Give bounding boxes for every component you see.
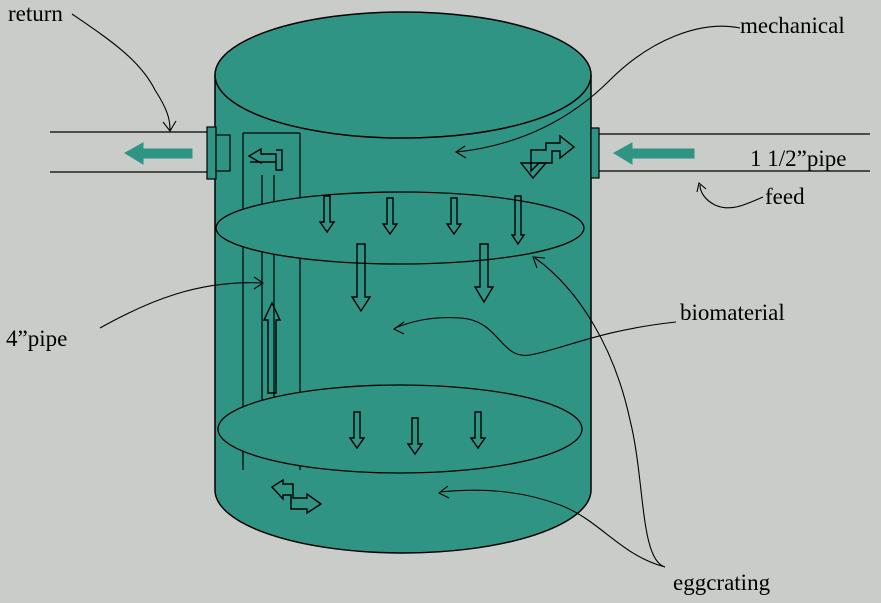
flow-arrows (247, 134, 576, 515)
feed-leader-hook (696, 181, 707, 193)
return-pipe-flange (206, 126, 217, 180)
mechanical-label: mechanical (740, 13, 845, 38)
tank-body (214, 75, 592, 554)
eggcrating-leader-upper (534, 257, 666, 568)
feed-label: feed (765, 184, 805, 209)
return-leader-hook (162, 120, 177, 132)
mechanical-leader (456, 25, 741, 153)
eggcrating-plate-lower (217, 384, 583, 474)
leader-lines (71, 13, 764, 568)
large-pipe-leader (99, 282, 263, 329)
return-pipe-flange-inner (215, 134, 231, 172)
eggcrating-leader-lower-hook (437, 485, 450, 499)
biomaterial-leader-hook (392, 321, 405, 335)
feed-flow-arrow (613, 142, 695, 165)
eggcrating-leader-lower (439, 489, 666, 568)
biomaterial-leader (394, 317, 677, 356)
large-pipe-leader-hook (253, 276, 264, 290)
small-pipe-label: 1 1/2”pipe (750, 146, 847, 171)
large-pipe-label: 4”pipe (6, 326, 68, 351)
return-flow-arrow (124, 142, 193, 165)
flow-arrow-down (510, 195, 526, 246)
return-label: return (8, 1, 63, 26)
eggcrating-plate-upper (215, 191, 585, 265)
eggcrating-leader-upper-hook (532, 256, 546, 269)
mechanical-mixer-arrow-down (519, 162, 548, 180)
eggcrating-label: eggcrating (673, 570, 771, 595)
bottom-outlet-arrow (270, 478, 323, 515)
return-inlet-arrow-stem (275, 149, 283, 171)
flow-arrow-up (262, 301, 282, 394)
feed-pipe-flange (590, 127, 600, 179)
pipe-arrows (124, 142, 695, 165)
flow-arrow-down (350, 243, 372, 313)
return-inlet-arrow (247, 147, 277, 165)
biomaterial-label: biomaterial (680, 300, 785, 325)
tank-lid (214, 11, 592, 139)
flow-arrow-down (473, 243, 495, 304)
feed-leader (699, 184, 764, 209)
eggcrating-plates (215, 191, 585, 474)
return-leader (71, 13, 171, 131)
mechanical-leader-hook (454, 145, 467, 159)
